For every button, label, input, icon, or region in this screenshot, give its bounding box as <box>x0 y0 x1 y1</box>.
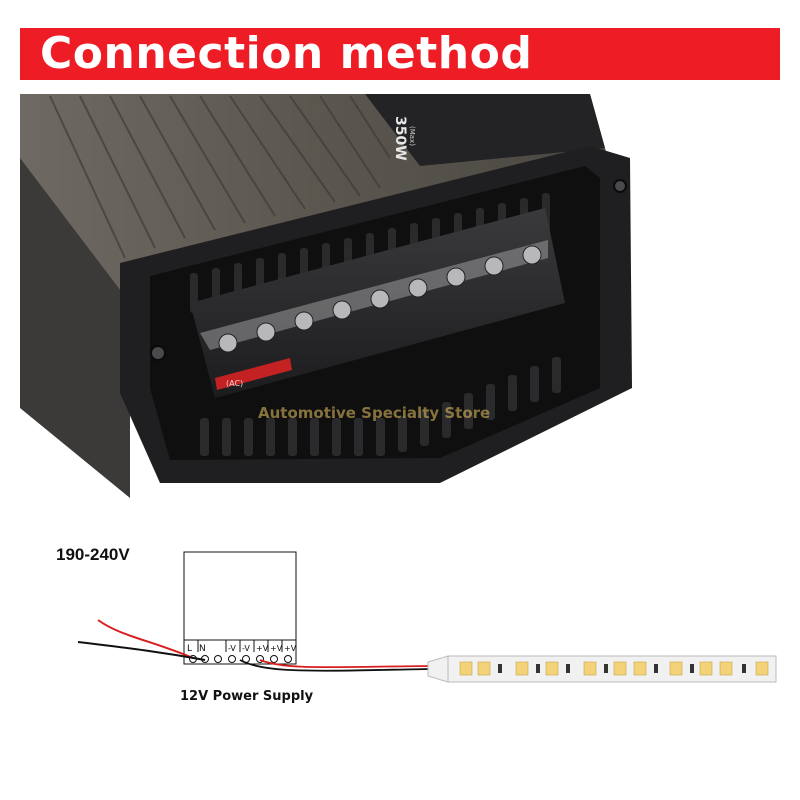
title-banner: Connection method <box>20 28 780 80</box>
input-voltage-label: 190-240V <box>56 545 130 564</box>
power-supply-photo: (AC) 350W (Max) Automotive Specialty Sto… <box>0 88 800 498</box>
housing-side <box>20 158 130 498</box>
live-wire <box>97 619 194 659</box>
wiring-diagram: L N -V -V +V +V +V <box>77 551 777 683</box>
neutral-wire <box>77 641 206 661</box>
watermark-text: Automotive Specialty Store <box>258 404 490 422</box>
dc-positive-wire <box>259 659 431 669</box>
terminal-neg-2: -V <box>242 644 250 653</box>
terminal-block <box>190 208 565 398</box>
led-strip <box>427 655 777 683</box>
power-supply-label: 12V Power Supply <box>180 689 314 704</box>
terminal-l: L <box>187 644 192 654</box>
max-label: (Max) <box>408 126 416 146</box>
dc-negative-wire <box>239 659 431 672</box>
terminal-pos-3: +V <box>284 644 297 653</box>
wattage-label: 350W <box>392 116 408 161</box>
terminal-pos-1: +V <box>256 644 269 653</box>
terminal-label-ln: (AC) <box>226 379 243 388</box>
banner-title: Connection method <box>40 28 533 79</box>
terminal-n: N <box>199 644 206 654</box>
terminal-neg-1: -V <box>228 644 236 653</box>
terminal-pos-2: +V <box>270 644 283 653</box>
